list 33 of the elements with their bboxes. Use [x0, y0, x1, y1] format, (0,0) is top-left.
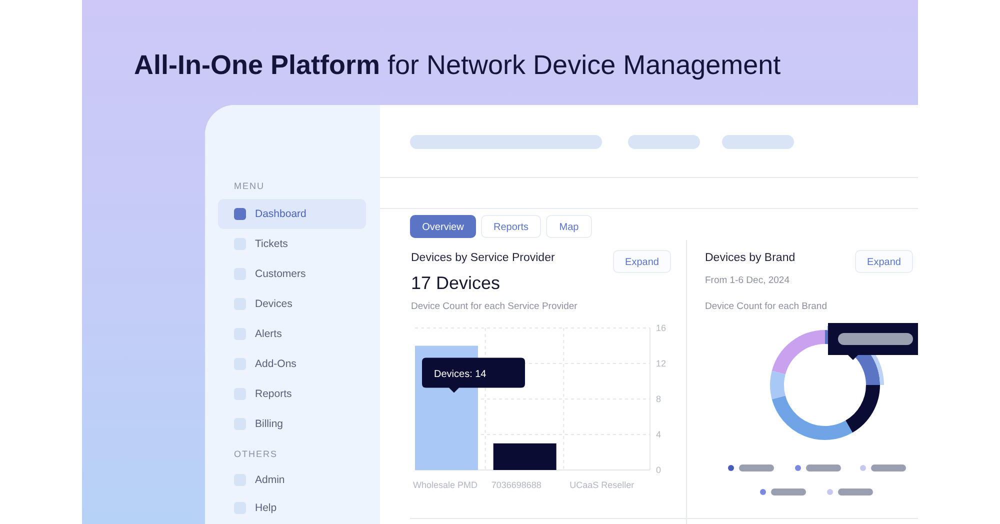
nav-item: Alerts [218, 319, 366, 349]
panel-heading: Devices by Service Provider [411, 252, 555, 264]
category-label: 7036698688 [491, 480, 542, 490]
nav-item: Billing [218, 409, 366, 439]
tab: Reports [481, 215, 541, 238]
nav-item: Add-Ons [218, 349, 366, 379]
nav-item: Help [218, 493, 366, 523]
panel-heading: Devices by Brand [705, 252, 796, 264]
section-heading: OTHERS [234, 449, 278, 459]
nav-item: Reports [218, 379, 366, 409]
tooltip-text: Devices: 14 [434, 368, 486, 380]
category-label: Wholesale PMD [413, 480, 478, 490]
active-tab: Overview [410, 215, 476, 238]
nav-item: Customers [218, 259, 366, 289]
device-total: 17 Devices [411, 273, 500, 294]
panel-subtitle: Device Count for each Service Provider [411, 301, 578, 312]
axis-tick-label: 0 [656, 465, 662, 475]
section-heading: MENU [234, 181, 264, 191]
nav-item: Devices [218, 289, 366, 319]
title: All-In-One Platform for Network Device Management [134, 50, 781, 81]
panel-subtitle: Device Count for each Brand [705, 301, 827, 312]
tab: Map [546, 215, 592, 238]
panel-subtitle: From 1-6 Dec, 2024 [705, 275, 790, 286]
axis-tick-label: 8 [656, 394, 662, 404]
nav-item: Tickets [218, 229, 366, 259]
axis-tick-label: 12 [656, 358, 666, 368]
expand-button: Expand [613, 250, 671, 273]
active-nav-item: Dashboard [218, 199, 366, 229]
nav-item: Admin [218, 465, 366, 495]
expand-button: Expand [855, 250, 913, 273]
axis-tick-label: 4 [656, 430, 662, 440]
category-label: UCaaS Reseller [570, 480, 634, 490]
axis-tick-label: 16 [656, 323, 666, 333]
